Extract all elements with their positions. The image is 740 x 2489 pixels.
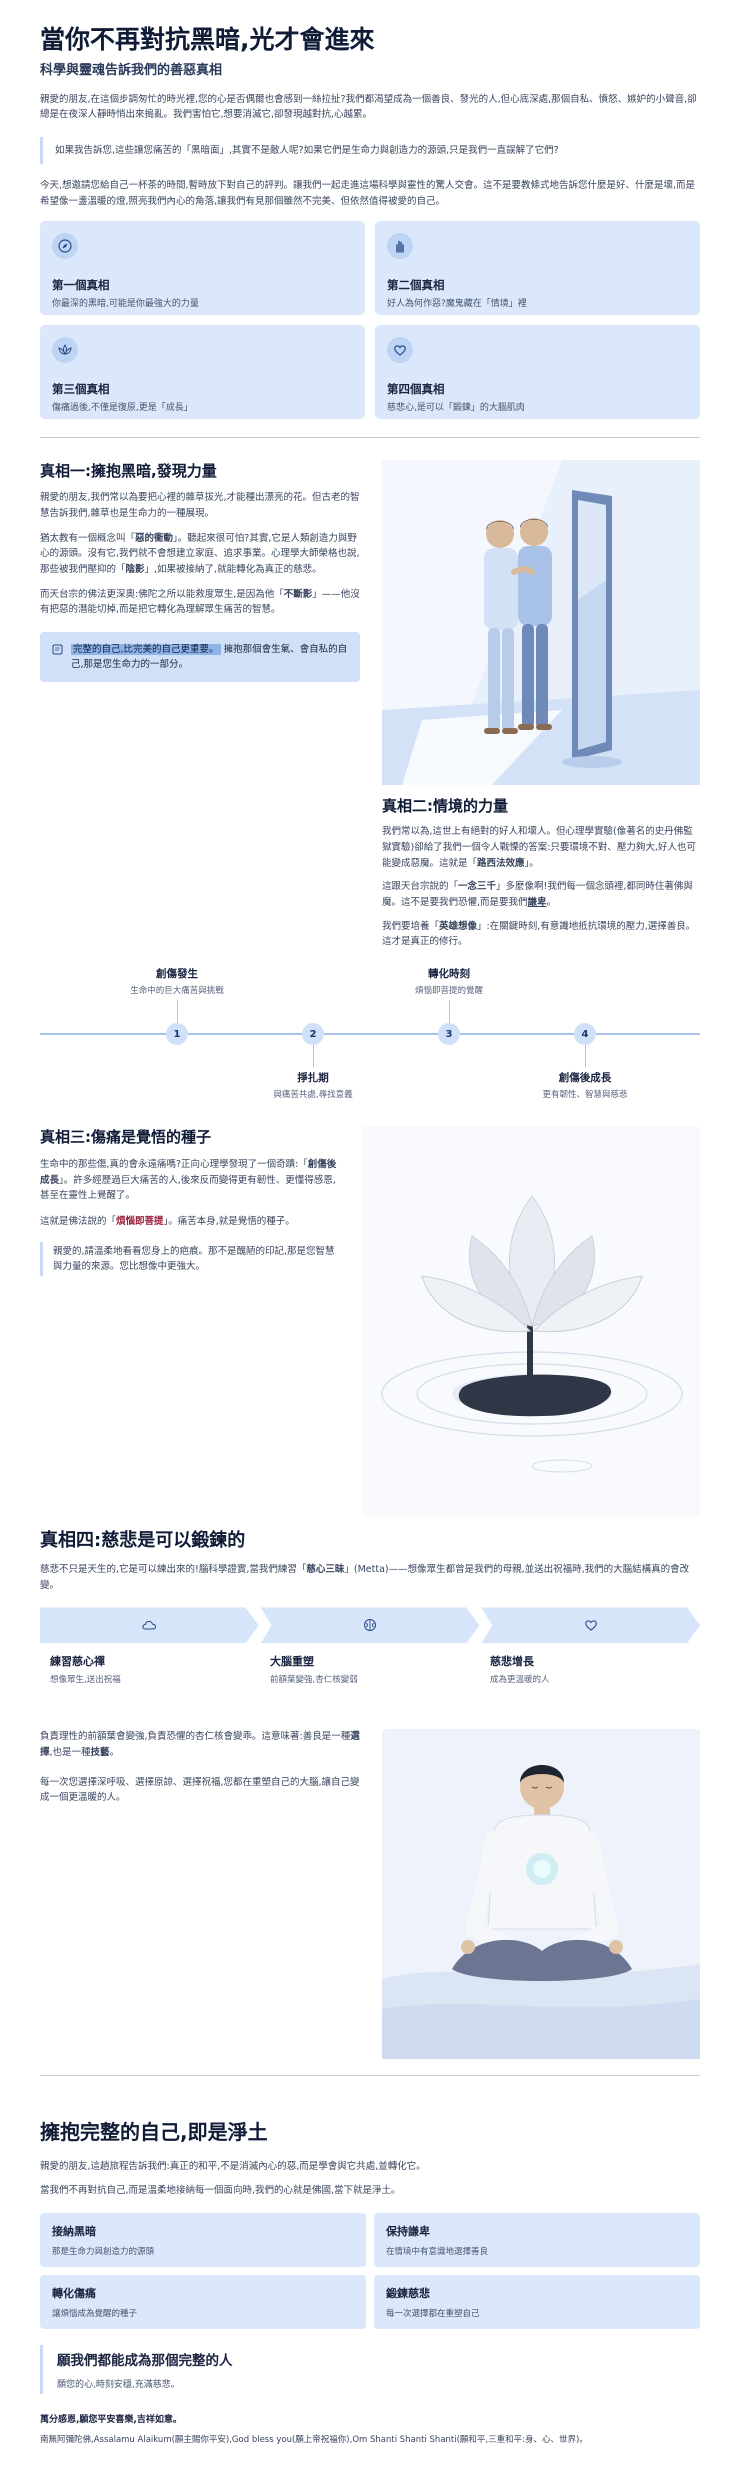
sec3-paragraph-2: 這就是佛法說的「煩惱即菩提」。痛苦本身,就是覺悟的種子。 [40, 1216, 295, 1228]
meditation-illustration [382, 1729, 700, 2060]
conclusion-cards: 接納黑暗 那是生命力與創造力的源頭 保持謙卑 在情境中有意識地選擇善良 轉化傷痛… [40, 2212, 700, 2329]
section-truth-1: 真相一:擁抱黑暗,發現力量 親愛的朋友,我們常以為要把心裡的雜草拔光,才能種出漂… [40, 460, 700, 786]
section-title: 真相四:慈悲是可以鍛鍊的 [40, 1530, 246, 1552]
compass-icon [52, 233, 78, 260]
truth-card-title: 第二個真相 [387, 278, 445, 293]
truth-card-4[interactable]: 第四個真相 慈悲心,是可以「鍛鍊」的大腦肌肉 [375, 325, 700, 420]
highlighted-text: 完整的自己,比完美的自己更重要。 [71, 644, 221, 656]
section-divider [40, 2075, 700, 2077]
truth-card-title: 第四個真相 [387, 382, 445, 397]
heart-icon [387, 337, 413, 364]
blessing-line: 南無阿彌陀佛,Assalamu Alaikum(願主賜你平安),God bles… [40, 2434, 588, 2445]
lotus-illustration [362, 1126, 700, 1517]
conclusion-card-1[interactable]: 接納黑暗 那是生命力與創造力的源頭 [40, 2212, 366, 2267]
timeline-label-3: 轉化時刻 煩惱即菩提的覺醒 [414, 968, 483, 997]
sec4-paragraph-3: 每一次您選擇深呼吸、選擇原諒、選擇祝福,您都在重塑自己的大腦,讓自己變成一個更溫… [40, 1776, 360, 1804]
process-arrows [40, 1607, 701, 1644]
truth-card-title: 第一個真相 [52, 278, 110, 293]
process-steps: 練習慈心禪 想像眾生,送出祝福 大腦重塑 前額葉變強,杏仁核變弱 慈悲增長 成為… [40, 1653, 700, 1685]
section-title: 真相三:傷痛是覺悟的種子 [40, 1128, 211, 1147]
truth-card-title: 第三個真相 [52, 382, 110, 397]
lotus-icon [52, 337, 78, 364]
section-truth-4: 真相四:慈悲是可以鍛鍊的 慈悲不只是天生的,它是可以練出來的!腦科學證實,當我們… [40, 1526, 701, 1685]
section-conclusion: 擁抱完整的自己,即是淨土 親愛的朋友,這趟旅程告訴我們:真正的和平,不是消滅內心… [40, 2116, 700, 2474]
brain-icon [364, 1619, 376, 1632]
cloud-icon [142, 1621, 157, 1630]
timeline-dot-3[interactable]: 3 [438, 1023, 460, 1046]
intro-paragraph-2: 今天,想邀請您給自己一杯茶的時間,暫時放下對自己的評判。讓我們一起走進這場科學與… [40, 180, 696, 207]
process-step-arrow-1 [40, 1607, 259, 1644]
section-title: 真相一:擁抱黑暗,發現力量 [40, 462, 217, 481]
note-icon [52, 644, 63, 655]
sec5-paragraph-1: 親愛的朋友,這趟旅程告訴我們:真正的和平,不是消滅內心的惡,而是學會與它共處,並… [40, 2161, 426, 2173]
intro-paragraph-1: 親愛的朋友,在這個步調匆忙的時光裡,您的心是否偶爾也會感到一絲拉扯?我們都渴望成… [40, 93, 697, 121]
conclusion-card-4[interactable]: 鍛鍊慈悲 每一次選擇都在重塑自己 [374, 2274, 700, 2329]
timeline-dot-2[interactable]: 2 [302, 1023, 324, 1046]
intro-quote: 如果我告訴您,這些讓您痛苦的「黑暗面」,其實不是敵人呢?如果它們是生命力與創造力… [40, 136, 700, 165]
truth-cards: 第一個真相 你最深的黑暗,可能是你最強大的力量 第二個真相 好人為何作惡?魔鬼藏… [40, 221, 700, 420]
section-truth-3: 真相三:傷痛是覺悟的種子 生命中的那些傷,真的會永遠痛嗎?正向心理學發現了一個奇… [40, 1126, 700, 1517]
truth-card-2[interactable]: 第二個真相 好人為何作惡?魔鬼藏在「情境」裡 [375, 221, 700, 316]
growth-timeline: 創傷發生 生命中的巨大痛苦與挑戰 1 2 掙扎期 與痛苦共處,尋找意義 轉化時刻… [40, 960, 700, 1130]
timeline-dot-4[interactable]: 4 [574, 1023, 596, 1046]
section-title: 真相二:情境的力量 [382, 797, 508, 816]
process-step-1: 練習慈心禪 想像眾生,送出祝福 [50, 1655, 121, 1686]
timeline-line [40, 1033, 700, 1036]
sec2-paragraph-3: 我們要培養「英雄想像」:在關鍵時刻,有意識地抵抗環境的壓力,選擇善良。這才是真正… [382, 920, 696, 948]
truth-card-3[interactable]: 第三個真相 傷痛過後,不僅是復原,更是「成長」 [40, 325, 365, 420]
sec1-paragraph-1: 親愛的朋友,我們常以為要把心裡的雜草拔光,才能種出漂亮的花。但古老的智慧告訴我們… [40, 492, 360, 520]
sec2-paragraph-1: 我們常以為,這世上有絕對的好人和壞人。但心理學實驗(像著名的史丹佛監獄實驗)卻給… [382, 826, 696, 869]
sec1-paragraph-3: 而天台宗的佛法更深奧:佛陀之所以能救度眾生,是因為他「不斷影」——他沒有把惡的潛… [40, 588, 360, 616]
truth-card-desc: 好人為何作惡?魔鬼藏在「情境」裡 [387, 299, 527, 310]
section-divider [40, 437, 700, 439]
sec5-paragraph-2: 當我們不再對抗自己,而是溫柔地接納每一個面向時,我們的心就是佛國,當下就是淨土。 [40, 2185, 401, 2197]
conclusion-card-3[interactable]: 轉化傷痛 讓煩惱成為覺醒的種子 [40, 2274, 366, 2329]
process-step-3: 慈悲增長 成為更溫暖的人 [490, 1655, 550, 1686]
section-truth-2: 真相二:情境的力量 我們常以為,這世上有絕對的好人和壞人。但心理學實驗(像著名的… [382, 795, 700, 950]
truth-card-desc: 你最深的黑暗,可能是你最強大的力量 [52, 299, 199, 310]
process-step-2: 大腦重塑 前額葉變強,杏仁核變弱 [270, 1655, 358, 1686]
page-subtitle: 科學與靈魂告訴我們的善惡真相 [40, 62, 223, 78]
truth-card-1[interactable]: 第一個真相 你最深的黑暗,可能是你最強大的力量 [40, 221, 365, 316]
sec1-highlight-box: 完整的自己,比完美的自己更重要。 擁抱那個會生氣、會自私的自己,那是您生命力的一… [40, 632, 360, 683]
sec2-paragraph-2: 這跟天台宗說的「一念三千」多麼像啊!我們每一個念頭裡,都同時住著佛與魔。這不是要… [382, 881, 693, 909]
conclusion-card-2[interactable]: 保持謙卑 在情境中有意識地選擇善良 [374, 2212, 700, 2267]
sec1-paragraph-2: 猶太教有一個概念叫「惡的衝動」。聽起來很可怕?其實,它是人類創造力與野心的源頭。… [40, 532, 360, 576]
sec4-paragraph-2: 負責理性的前額葉會變強,負責恐懼的杏仁核會變乖。這意味著:善良是一種選擇,也是一… [40, 1731, 360, 1759]
process-step-arrow-2 [260, 1607, 480, 1644]
timeline-label-4: 創傷後成長 更有韌性、智慧與慈悲 [542, 1072, 628, 1101]
section-title: 擁抱完整的自己,即是淨土 [40, 2120, 268, 2145]
process-step-arrow-3 [481, 1607, 701, 1644]
sec3-quote: 親愛的,請溫柔地看看您身上的疤痕。那不是醜陋的印記,那是您智慧與力量的來源。您比… [40, 1241, 340, 1277]
timeline-dot-1[interactable]: 1 [166, 1023, 188, 1046]
heart-icon [584, 1620, 597, 1632]
truth-card-desc: 傷痛過後,不僅是復原,更是「成長」 [52, 403, 193, 414]
hand-icon [387, 233, 413, 260]
timeline-label-2: 掙扎期 與痛苦共處,尋找意義 [273, 1072, 353, 1101]
timeline-label-1: 創傷發生 生命中的巨大痛苦與挑戰 [130, 968, 224, 997]
sec3-paragraph-1: 生命中的那些傷,真的會永遠痛嗎?正向心理學發現了一個奇蹟:「創傷後成長」。許多經… [40, 1159, 337, 1202]
mirror-illustration [382, 460, 700, 786]
sec4-paragraph-1: 慈悲不只是天生的,它是可以練出來的!腦科學證實,當我們練習「慈心三昧」(Mett… [40, 1564, 690, 1591]
closing-line: 萬分感恩,願您平安喜樂,吉祥如意。 [40, 2414, 182, 2425]
page-title: 當你不再對抗黑暗,光才會進來 [40, 25, 375, 54]
truth-card-desc: 慈悲心,是可以「鍛鍊」的大腦肌肉 [387, 403, 525, 414]
final-quote: 願我們都能成為那個完整的人 願您的心,時刻安穩,充滿慈悲。 [40, 2344, 700, 2394]
section-truth-4-detail: 負責理性的前額葉會變強,負責恐懼的杏仁核會變乖。這意味著:善良是一種選擇,也是一… [40, 1729, 700, 2060]
